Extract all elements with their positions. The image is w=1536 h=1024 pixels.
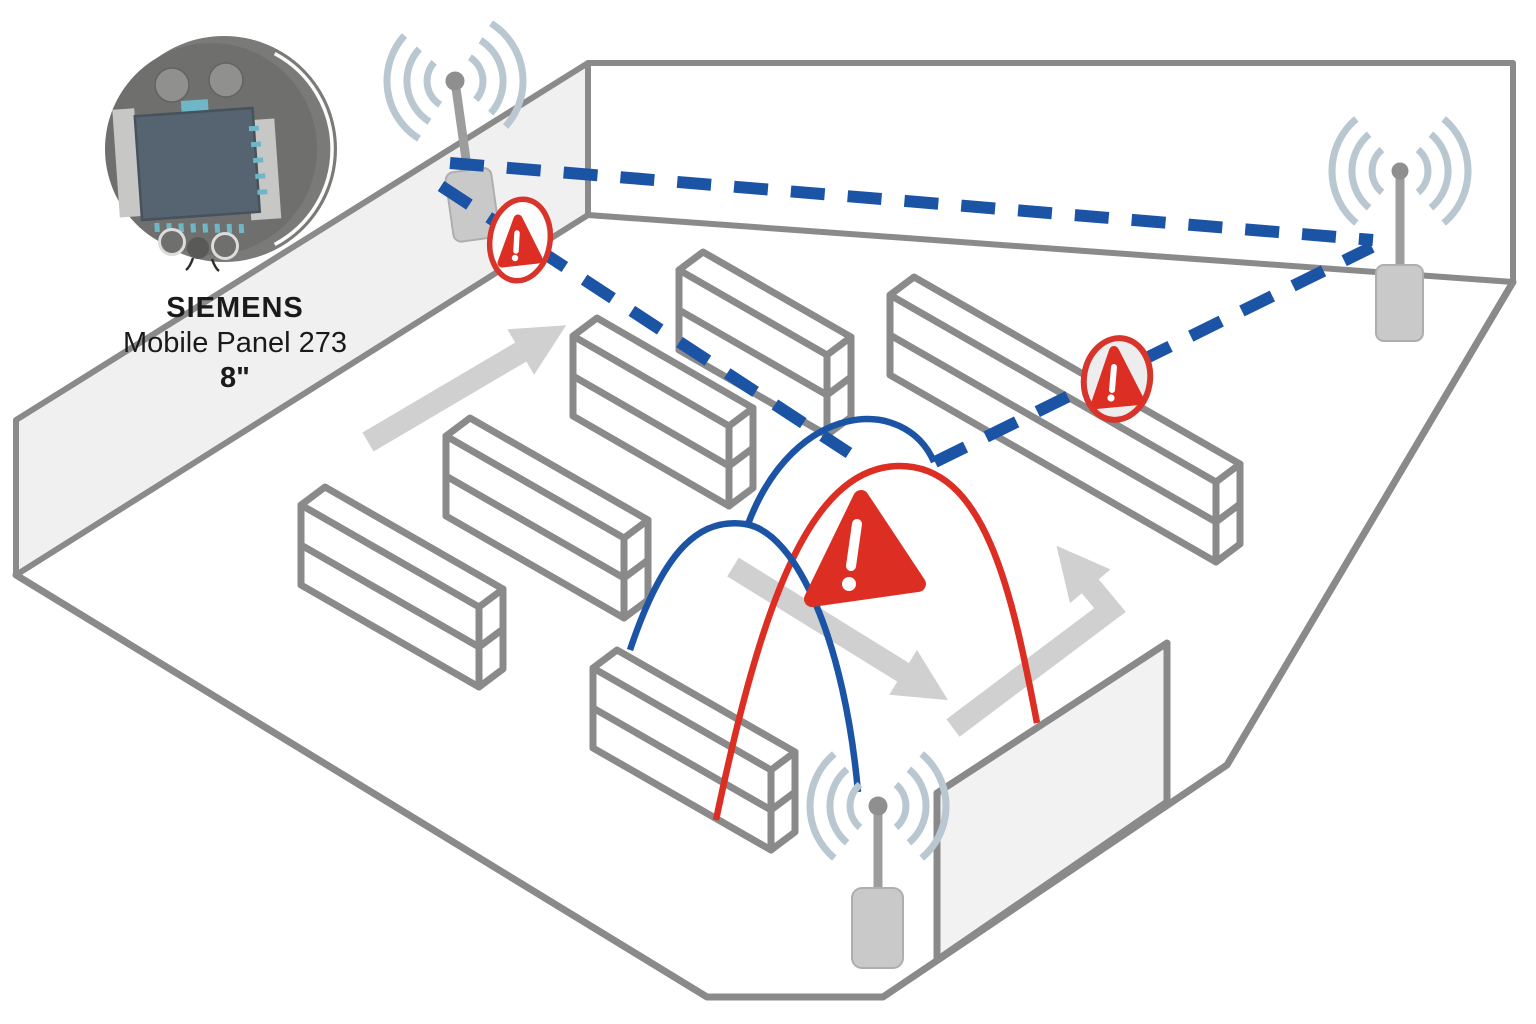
device-screen [133, 106, 262, 222]
device-key-switch-icon [158, 228, 186, 256]
floor-edge [12, 278, 1517, 1001]
rack [886, 273, 1244, 566]
antenna-icon [851, 887, 904, 969]
device-softkeys [154, 125, 268, 234]
rack [569, 314, 757, 510]
warning-triangle-icon [497, 214, 543, 268]
rack [297, 483, 507, 691]
device-rim-highlight [273, 52, 334, 246]
warning-near-ap-top-left [486, 196, 554, 284]
wifi-signal-icon [383, 20, 527, 142]
interior-wall [933, 639, 1171, 964]
access-point-top-left [383, 20, 527, 243]
rack [675, 248, 855, 439]
device-label-strip [180, 99, 209, 114]
wifi-signal-icon [1328, 116, 1472, 226]
antenna-mast [1395, 171, 1405, 267]
rack [442, 414, 652, 622]
device-cable [185, 257, 220, 272]
antenna-tip [1391, 162, 1409, 180]
wlan-link-direct [449, 157, 1374, 246]
wifi-signal-icon [806, 751, 950, 861]
device-knob-icon [187, 237, 209, 259]
movement-arrow-bent-icon [946, 545, 1126, 737]
access-point-right [1328, 116, 1472, 342]
coverage-cell-blue-small [626, 520, 862, 793]
device-key-switch-icon [211, 232, 239, 260]
device-screen-area [112, 99, 282, 234]
mobile-panel-image [105, 36, 337, 272]
antenna-icon [1375, 264, 1424, 342]
warning-triangle-icon [804, 490, 926, 607]
coverage-cell-red [712, 462, 1041, 821]
movement-arrows [362, 325, 1126, 737]
warning-cell-overlap [804, 490, 926, 607]
device-button-icon [154, 67, 190, 103]
device-caption: SIEMENS Mobile Panel 273 8" [70, 291, 400, 396]
access-point-bottom [806, 751, 950, 969]
warning-triangle-icon [1091, 346, 1144, 409]
shelving-racks [297, 248, 1244, 854]
coverage-cell-blue-large [744, 416, 937, 526]
antenna-tip [868, 796, 888, 816]
antenna-tip [445, 71, 465, 91]
device-button-icon [208, 62, 244, 98]
antenna-mast [873, 806, 883, 890]
device-model-label: Mobile Panel 273 [122, 327, 348, 359]
device-brand-label: SIEMENS [166, 292, 304, 324]
wlan-link-obstructed-right [932, 241, 1375, 468]
device-side-strip [112, 108, 142, 218]
rack [589, 646, 799, 854]
antenna-mast [450, 80, 473, 176]
device-size-label: 8" [220, 362, 250, 394]
warning-on-right-rack [1080, 335, 1154, 423]
movement-arrow-icon [727, 557, 948, 701]
movement-arrow-icon [362, 325, 567, 452]
